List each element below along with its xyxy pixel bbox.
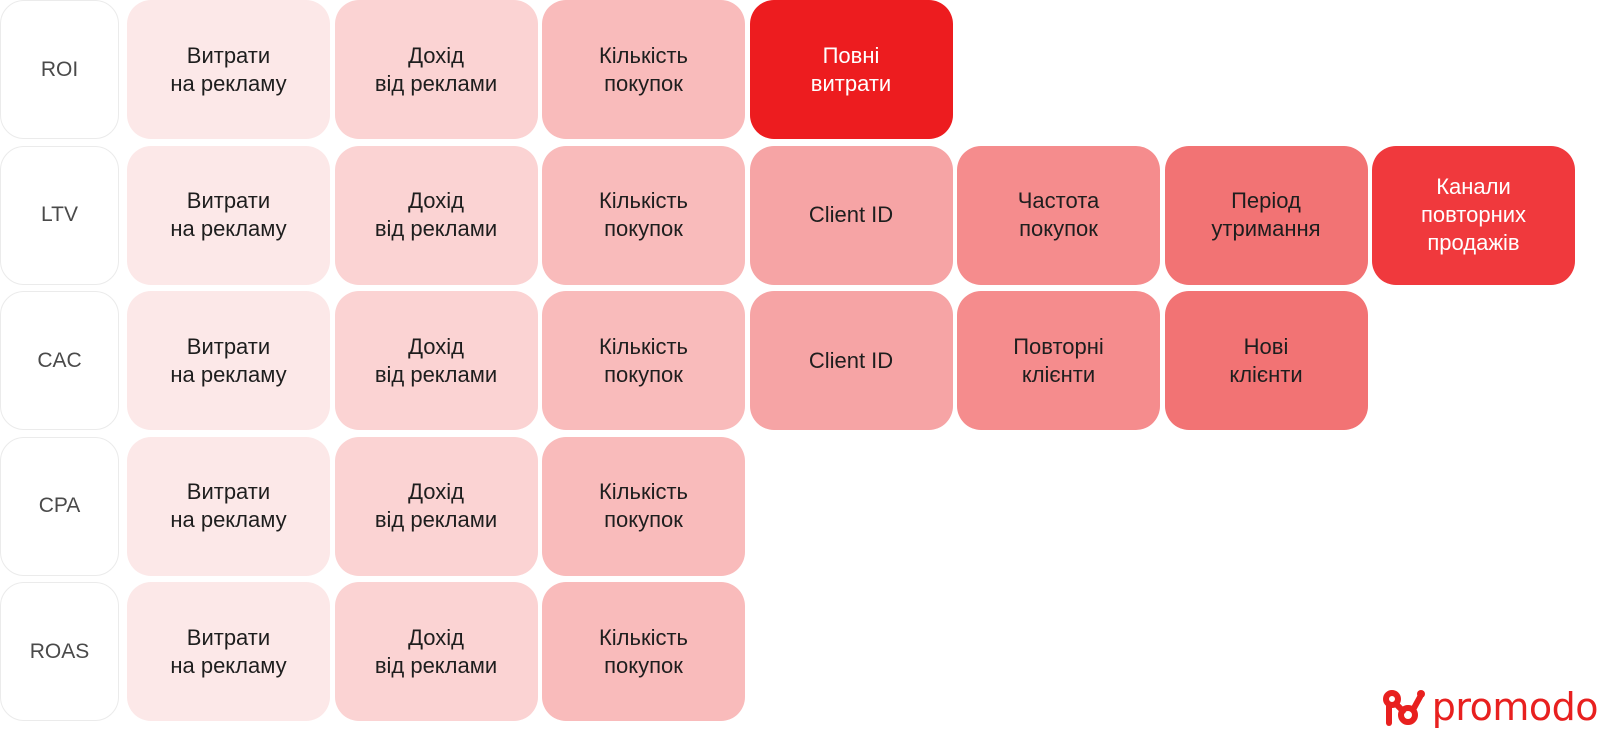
promodo-logo-icon <box>1382 690 1425 726</box>
data-requirement-cell: Витрати на рекламу <box>127 145 330 285</box>
data-requirement-cell: Client ID <box>749 145 953 285</box>
data-requirement-cell: Витрати на рекламу <box>127 436 330 576</box>
data-requirement-cell: Дохід від реклами <box>334 0 538 139</box>
data-requirement-cell: Період утримання <box>1164 145 1368 285</box>
data-requirement-cell: Дохід від реклами <box>334 436 538 576</box>
data-requirement-cell: Кількість покупок <box>542 0 745 139</box>
data-requirement-cell: Дохід від реклами <box>334 582 538 721</box>
data-requirement-cell: Нові клієнти <box>1164 291 1368 430</box>
data-requirement-cell: Витрати на рекламу <box>127 291 330 430</box>
metric-label: CAC <box>0 291 119 430</box>
metric-label: ROAS <box>0 582 119 721</box>
metric-label: CPA <box>0 436 119 576</box>
data-requirement-cell: Client ID <box>749 291 953 430</box>
data-requirement-cell: Дохід від реклами <box>334 291 538 430</box>
data-requirement-cell: Кількість покупок <box>542 436 745 576</box>
data-requirement-cell: Повні витрати <box>749 0 953 139</box>
metric-label: ROI <box>0 0 119 139</box>
data-requirement-cell: Кількість покупок <box>542 582 745 721</box>
data-requirement-cell: Канали повторних продажів <box>1372 145 1575 285</box>
data-requirement-cell: Повторні клієнти <box>957 291 1160 430</box>
metric-label: LTV <box>0 145 119 285</box>
data-requirement-cell: Витрати на рекламу <box>127 0 330 139</box>
logo-wordmark: promodo <box>1431 685 1599 729</box>
promodo-logo: promodo <box>1380 685 1599 729</box>
data-requirement-cell: Витрати на рекламу <box>127 582 330 721</box>
data-requirement-cell: Частота покупок <box>957 145 1160 285</box>
data-requirement-cell: Кількість покупок <box>542 145 745 285</box>
data-requirement-cell: Кількість покупок <box>542 291 745 430</box>
data-requirement-cell: Дохід від реклами <box>334 145 538 285</box>
